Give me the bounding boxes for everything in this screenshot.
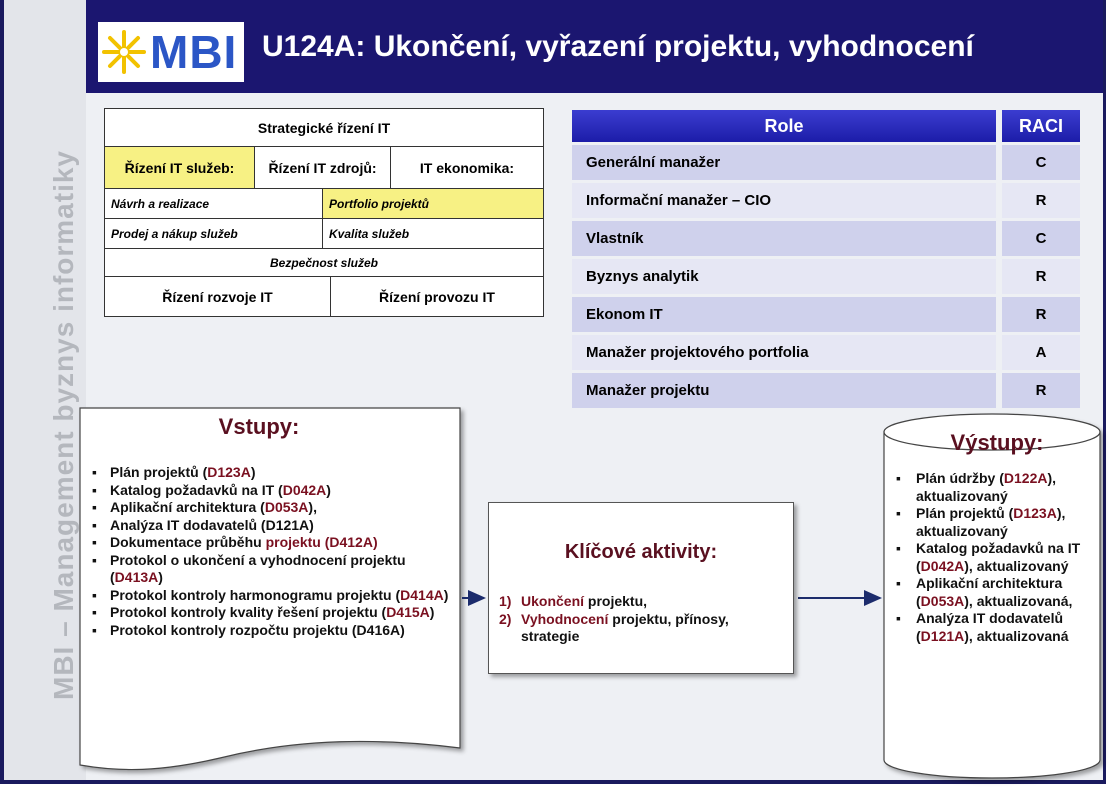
list-item: Protokol kontroly rozpočtu projektu (D41… (92, 622, 454, 640)
raci-value: R (1002, 183, 1080, 218)
fw-portfolio: Portfolio projektů (323, 189, 543, 219)
fw-quality: Kvalita služeb (323, 219, 543, 249)
list-item: Protokol o ukončení a vyhodnocení projek… (92, 552, 454, 587)
fw-it-services: Řízení IT služeb: (105, 147, 255, 189)
list-item: Katalog požadavků na IT (D042A) (92, 482, 454, 500)
framework-table: Strategické řízení IT Řízení IT služeb: … (104, 108, 544, 317)
fw-it-resources: Řízení IT zdrojů: (255, 147, 391, 189)
activities-list: 1)Ukončení projektu, 2)Vyhodnocení proje… (499, 593, 729, 646)
list-item-continuation: strategie (521, 628, 580, 644)
list-item: Aplikační architektura (D053A), (92, 499, 454, 517)
outputs-list: Plán údržby (D122A), aktualizovaný Plán … (890, 470, 1104, 645)
fw-operations: Řízení provozu IT (331, 277, 543, 317)
inputs-title: Vstupy: (218, 414, 300, 439)
raci-role: Manažer projektového portfolia (572, 335, 996, 370)
raci-value: R (1002, 297, 1080, 332)
sun-icon (102, 30, 146, 74)
raci-role: Manažer projektu (572, 373, 996, 408)
logo-text: MBI (150, 26, 238, 78)
outputs-panel: Výstupy: Plán údržby (D122A), aktualizov… (890, 430, 1104, 645)
activities-title: Klíčové aktivity: (564, 541, 718, 563)
fw-it-economics: IT ekonomika: (391, 147, 543, 189)
logo: MBI (98, 22, 244, 82)
fw-strategic: Strategické řízení IT (105, 109, 543, 147)
list-item: Aplikační architektura (D053A), aktualiz… (896, 575, 1104, 610)
header-bar: MBI U124A: Ukončení, vyřazení projektu, … (86, 0, 1103, 93)
raci-header-raci: RACI (1002, 110, 1080, 142)
fw-design: Návrh a realizace (105, 189, 323, 219)
list-item: Protokol kontroly harmonogramu projektu … (92, 587, 454, 605)
activities-box: Klíčové aktivity: 1)Ukončení projektu, 2… (488, 502, 794, 674)
fw-development: Řízení rozvoje IT (105, 277, 331, 317)
list-item: Plán projektů (D123A) (92, 464, 454, 482)
list-item: Analýza IT dodavatelů (D121A) (92, 517, 454, 535)
raci-role: Vlastník (572, 221, 996, 256)
raci-header-role: Role (572, 110, 996, 142)
inputs-list: Plán projektů (D123A) Katalog požadavků … (84, 464, 454, 639)
list-item: Plán údržby (D122A), aktualizovaný (896, 470, 1104, 505)
raci-role: Ekonom IT (572, 297, 996, 332)
raci-role: Byznys analytik (572, 259, 996, 294)
list-item: Plán projektů (D123A), aktualizovaný (896, 505, 1104, 540)
outputs-title: Výstupy: (950, 430, 1044, 455)
raci-value: C (1002, 221, 1080, 256)
fw-sales: Prodej a nákup služeb (105, 219, 323, 249)
list-item: Protokol kontroly kvality řešení projekt… (92, 604, 454, 622)
raci-value: R (1002, 373, 1080, 408)
raci-value: C (1002, 145, 1080, 180)
fw-security: Bezpečnost služeb (105, 249, 543, 277)
list-item: 1)Ukončení projektu, (499, 593, 648, 609)
raci-value: R (1002, 259, 1080, 294)
list-item: Analýza IT dodavatelů (D121A), aktualizo… (896, 610, 1104, 645)
page-title: U124A: Ukončení, vyřazení projektu, vyho… (262, 30, 974, 63)
raci-value: A (1002, 335, 1080, 370)
list-item: Dokumentace průběhu projektu (D412A) (92, 534, 454, 552)
inputs-panel: Vstupy: Plán projektů (D123A) Katalog po… (84, 410, 454, 639)
list-item: Katalog požadavků na IT (D042A), aktuali… (896, 540, 1104, 575)
sidebar (4, 0, 86, 780)
raci-role: Informační manažer – CIO (572, 183, 996, 218)
raci-role: Generální manažer (572, 145, 996, 180)
list-item: 2)Vyhodnocení projektu, přínosy, (499, 610, 729, 627)
